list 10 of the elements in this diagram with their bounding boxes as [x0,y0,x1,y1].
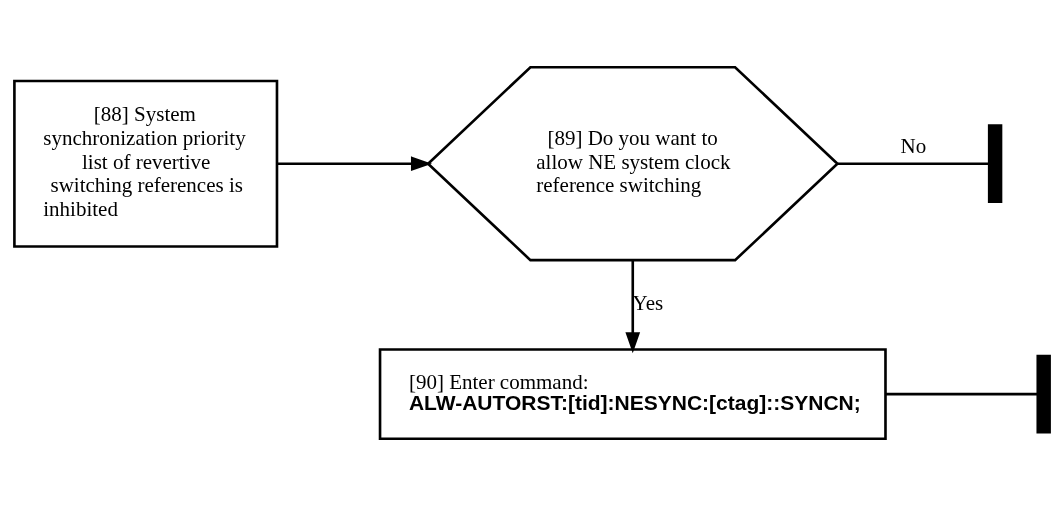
node-bar [1036,354,1051,434]
edge-label: Yes [632,290,664,315]
arrow [277,156,433,172]
node-box: [90] Enter command: ALW-AUTORST:[tid]:NESYNC:[ctag]::SYNCN; [378,348,887,441]
connector [837,162,989,166]
edge-label: No [900,133,927,158]
node-box: [88] System synchronization priority list of revertive switching references is inhibited [13,79,279,248]
connector [885,392,1038,396]
arrow [625,260,641,354]
node-bar [987,124,1003,204]
